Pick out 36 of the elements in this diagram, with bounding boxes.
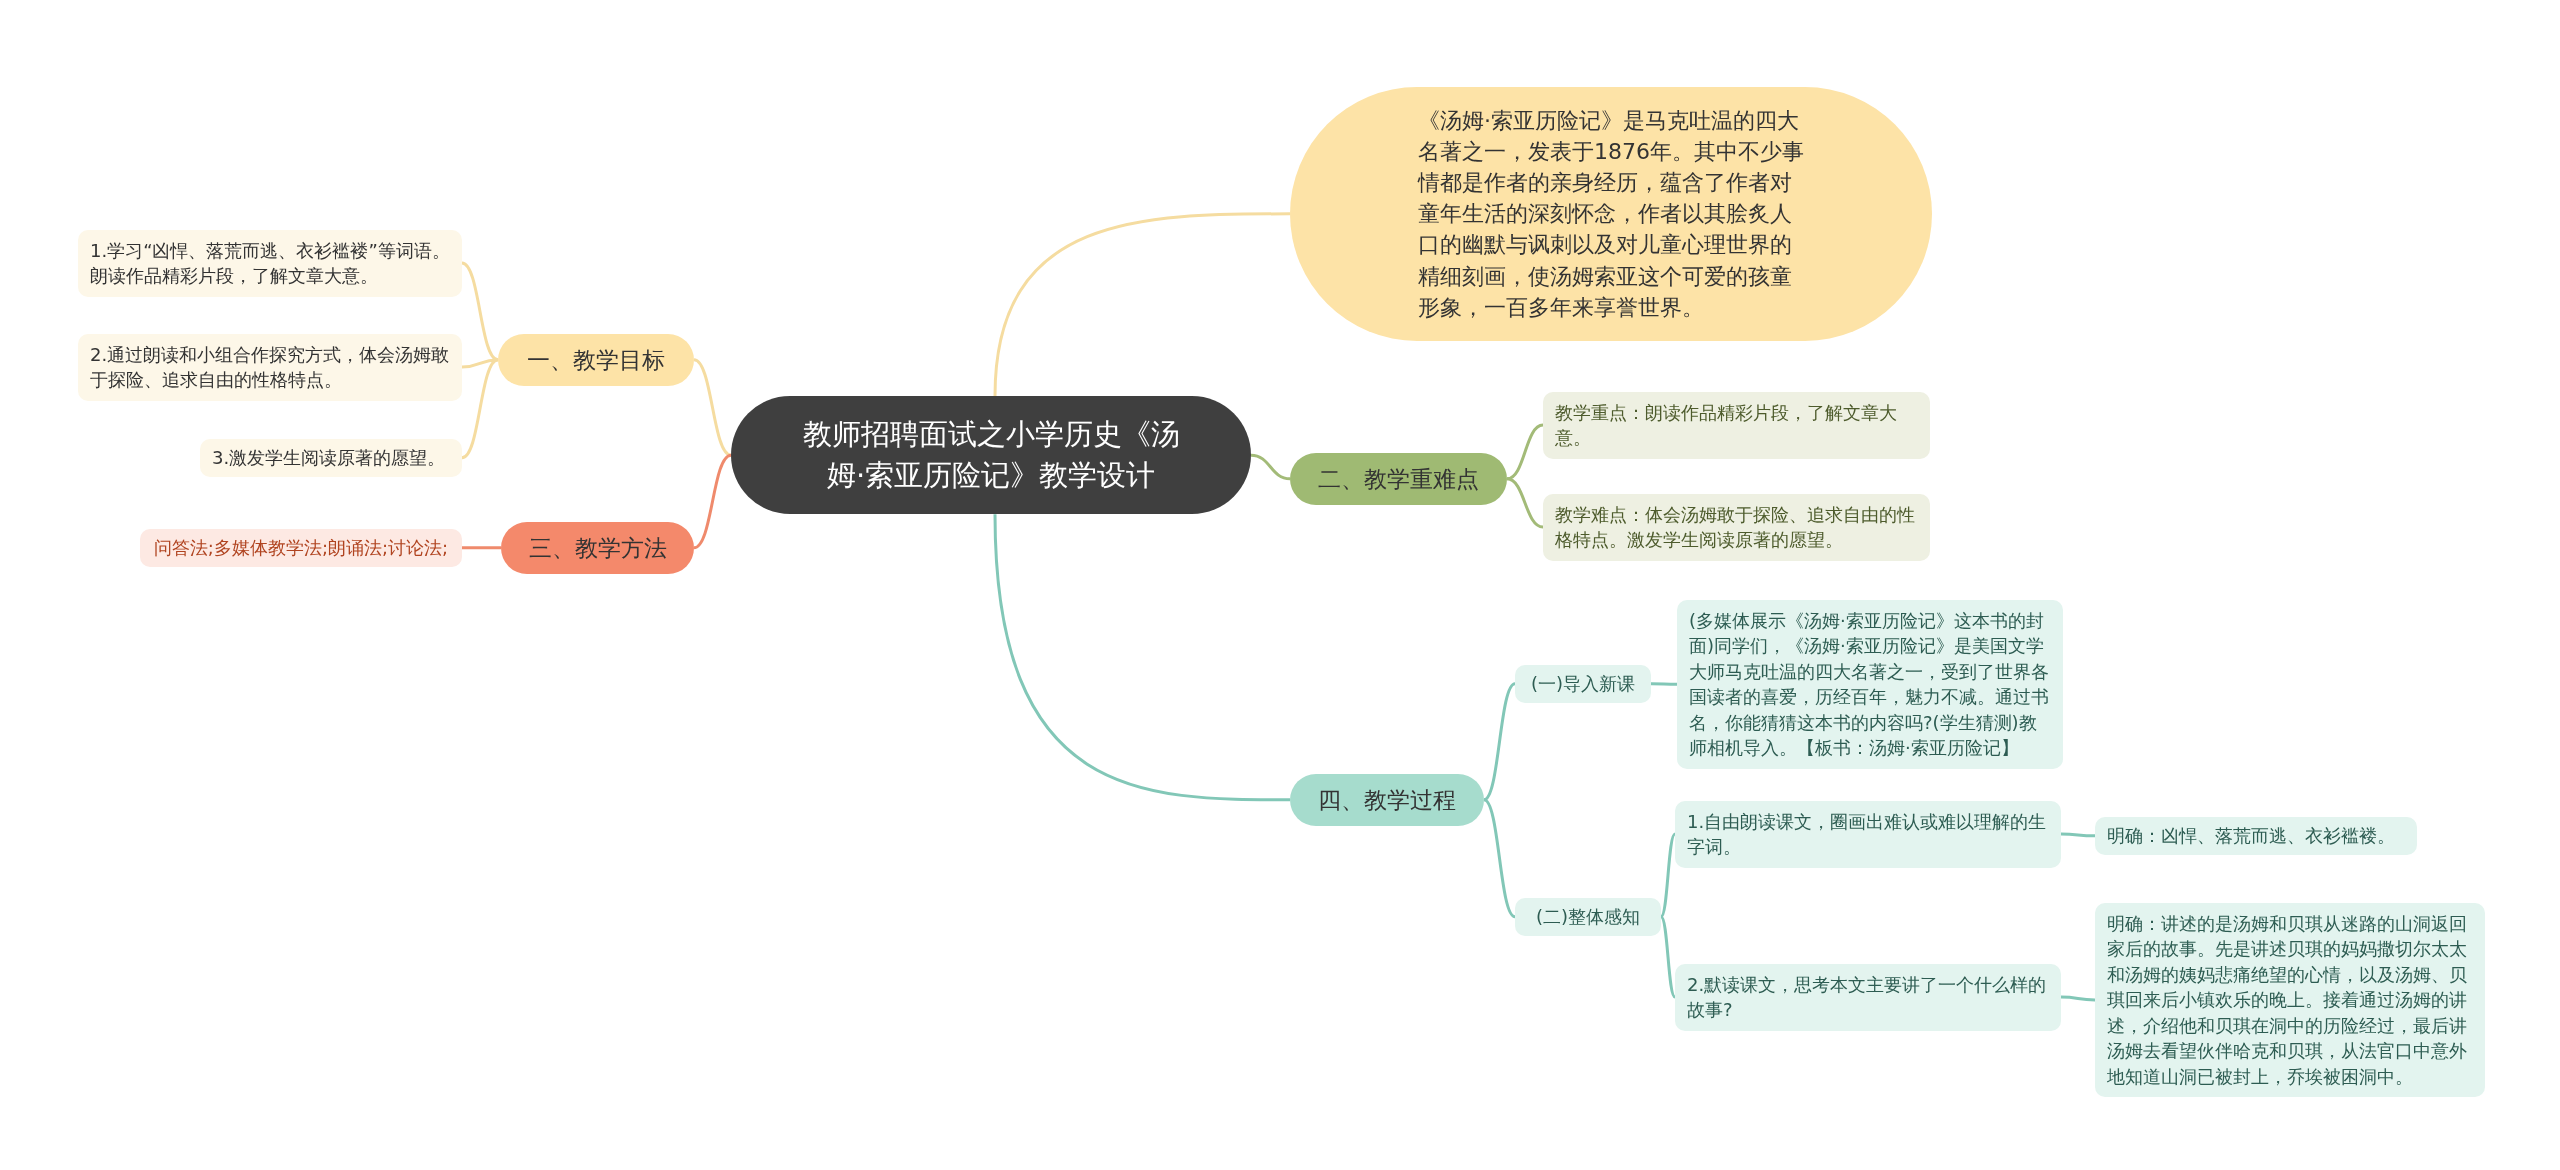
note-box: 3.激发学生阅读原著的愿望。 [200,439,462,477]
connector-line [993,212,1290,397]
note-box: 2.通过朗读和小组合作探究方式，体会汤姆敢于探险、追求自由的性格特点。 [78,333,462,401]
connector-line [993,514,1290,802]
topic-bubble: 《汤姆·索亚历险记》是马克吐温的四大名著之一，发表于1876年。其中不少事情都是作者的亲身经历，蕴含了作者对童年生活的深刻怀念，作者以其脍炙人口的幽默与讽刺以及对儿童心理世界的精细刻画，使汤姆索亚这个可爱的孩童形象，一百多年来享誉世界。 [1290,86,1932,342]
note-box: (多媒体展示《汤姆·索亚历险记》这本书的封面)同学们，《汤姆·索亚历险记》是美国文学大师马克吐温的四大名著之一，受到了世界各国读者的喜爱，历经百年，魅力不减。通过书名，你能猜猜这本书的内容吗?(学生猜测)教师相机导入。【板书：汤姆·索亚历险记】 [1677,599,2063,769]
note-box: 1.学习“凶悍、落荒而逃、衣衫褴褛”等词语。朗读作品精彩片段，了解文章大意。 [78,229,462,297]
note-box: 明确：凶悍、落荒而逃、衣衫褴褛。 [2095,817,2417,855]
subtopic-box: (一)导入新课 [1515,665,1651,703]
note-box: 2.默读课文，思考本文主要讲了一个什么样的故事? [1675,963,2061,1031]
note-box: 问答法;多媒体教学法;朗诵法;讨论法; [140,529,462,567]
connector-line [461,358,499,460]
connector-line [693,453,732,550]
subtopic-box: (二)整体感知 [1515,898,1661,936]
connector-line [1483,682,1516,802]
branch-topic: 三、教学方法 [501,521,694,575]
connector-line [2061,832,2095,838]
connector-line [1506,477,1544,529]
connector-line [693,358,732,457]
connector-line [1483,798,1516,919]
connector-line [1659,915,1677,998]
connector-line [462,546,501,550]
connector-line [1659,833,1677,918]
note-box: 教学难点：体会汤姆敢于探险、追求自由的性格特点。激发学生阅读原著的愿望。 [1543,493,1930,561]
connector-line [1506,423,1544,481]
connector-line [1250,453,1291,481]
central-topic: 教师招聘面试之小学历史《汤姆·索亚历险记》教学设计 [731,396,1251,515]
branch-topic: 四、教学过程 [1290,773,1484,827]
branch-topic: 一、教学目标 [498,333,694,387]
note-box: 教学重点：朗读作品精彩片段，了解文章大意。 [1543,391,1930,459]
connector-line [461,261,499,362]
connector-line [1651,682,1677,686]
connector-line [2060,995,2096,1002]
branch-topic: 二、教学重难点 [1290,452,1507,506]
note-box: 1.自由朗读课文，圈画出难认或难以理解的生字词。 [1675,800,2061,868]
note-box: 明确：讲述的是汤姆和贝琪从迷路的山洞返回家后的故事。先是讲述贝琪的妈妈撒切尔太太和汤姆的姨妈悲痛绝望的心情，以及汤姆、贝琪回来后小镇欢乐的晚上。接着通过汤姆的讲述，介绍他和贝琪在洞中的历险经过，最后讲汤姆去看望伙伴哈克和贝琪，从法官口中意外地知道山洞已被封上，乔埃被困洞中。 [2095,902,2485,1098]
